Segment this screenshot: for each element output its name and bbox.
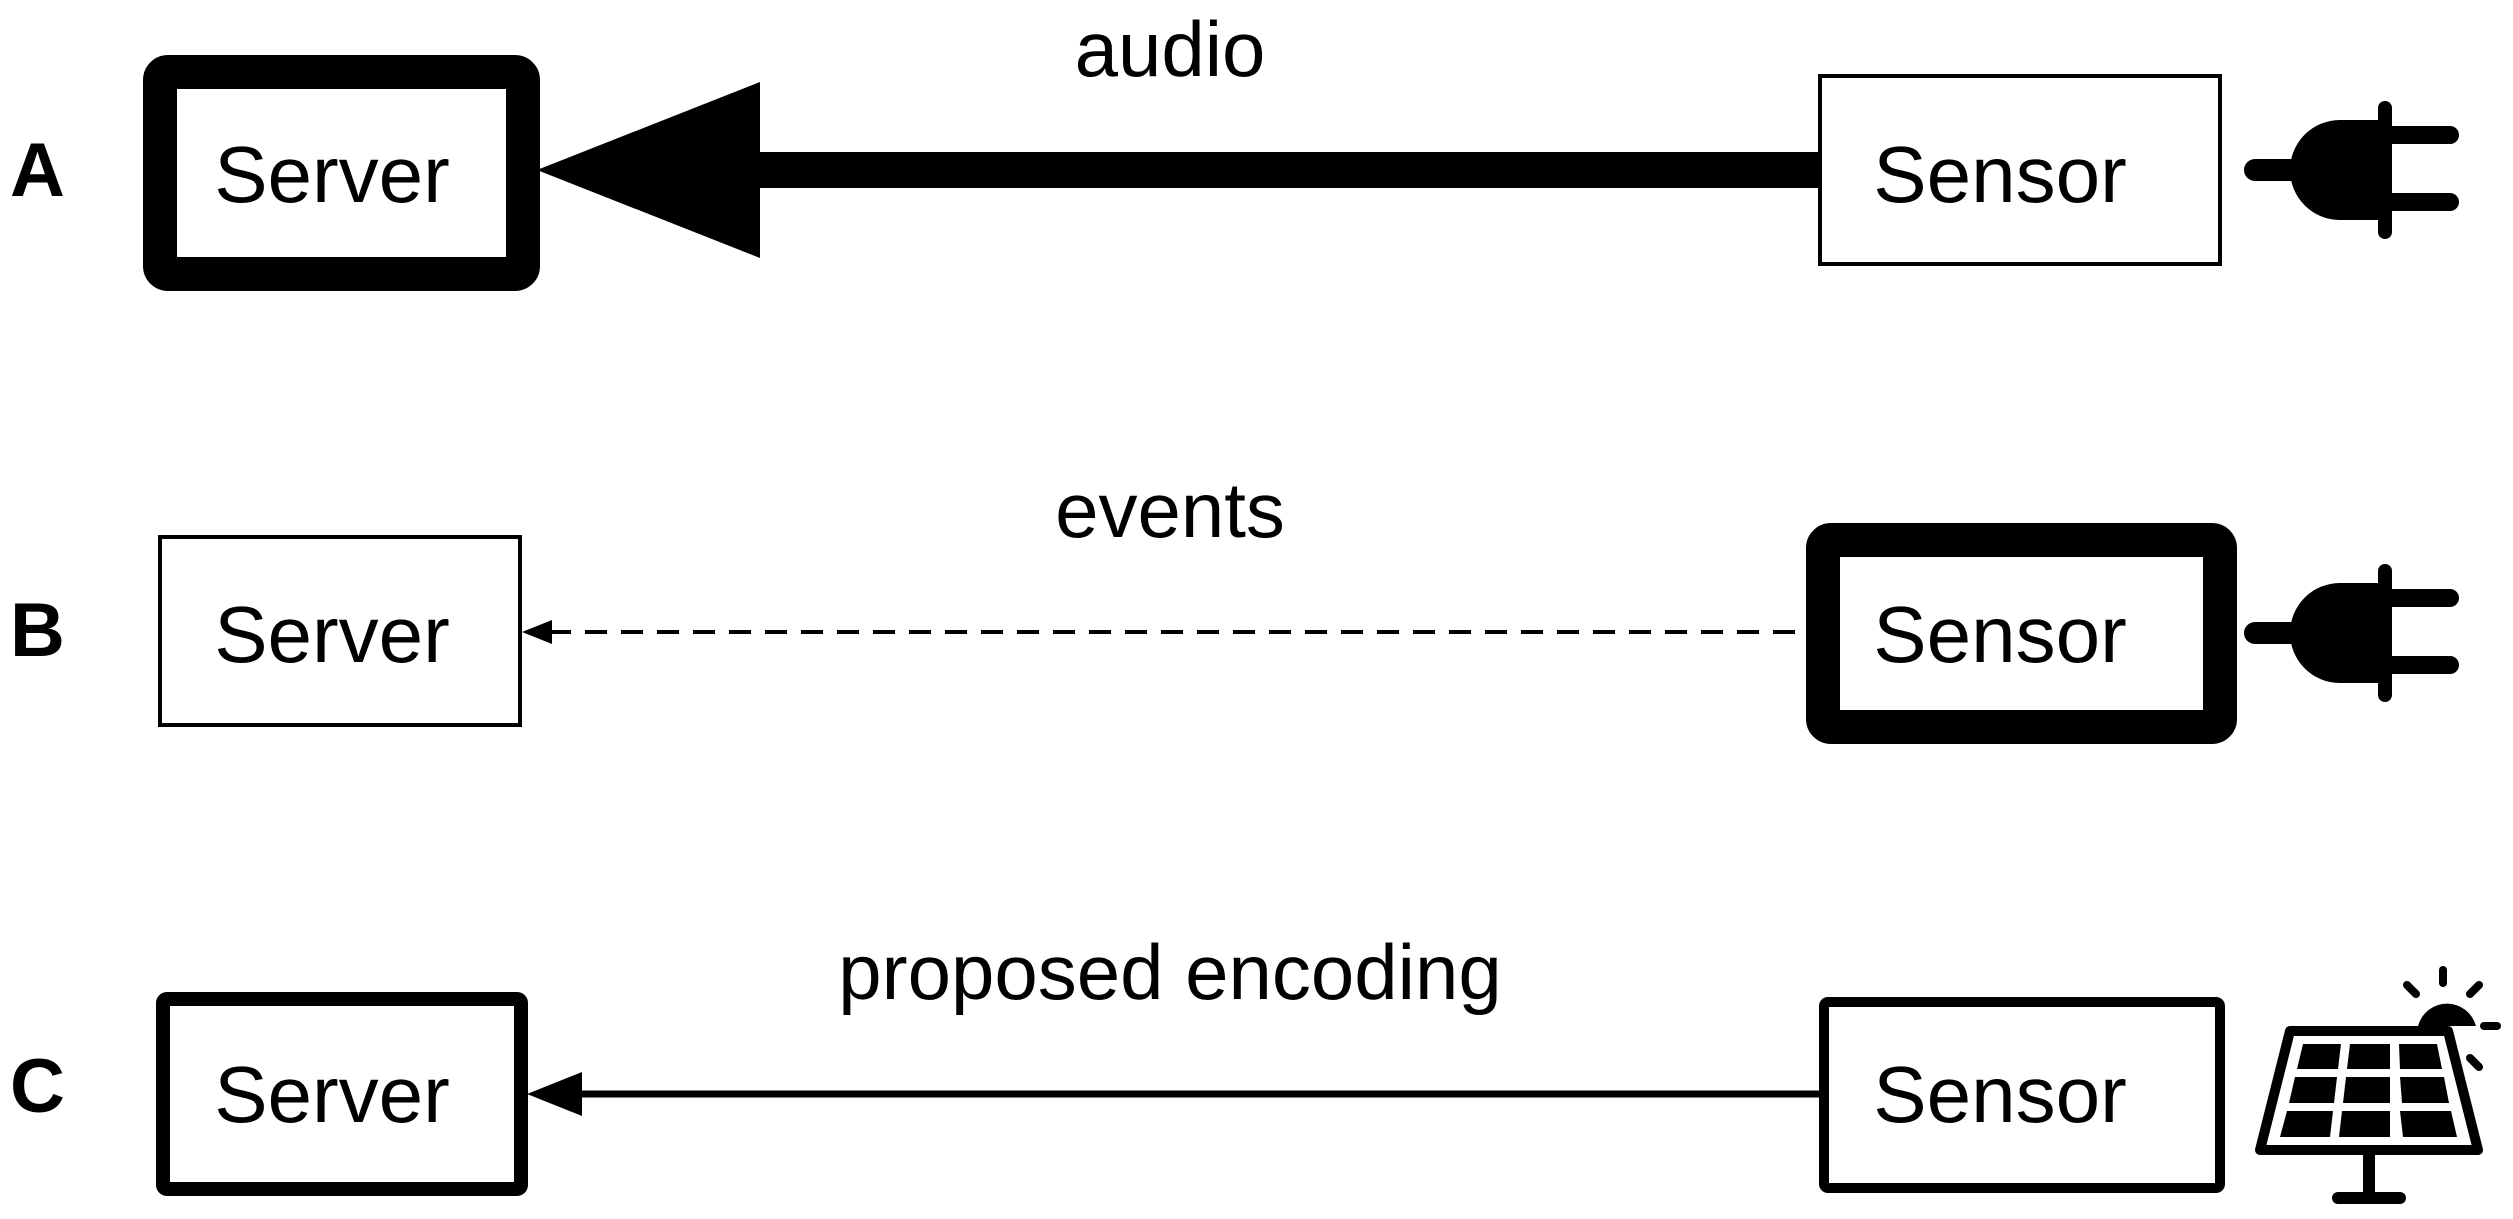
sensor-box-c bbox=[1819, 997, 2225, 1193]
row-label-c: C bbox=[10, 1044, 65, 1129]
edge-arrowhead-b bbox=[522, 620, 552, 644]
solar-panel-icon bbox=[2255, 966, 2501, 1204]
sensor-label-c: Sensor bbox=[1873, 1050, 2126, 1139]
sun-icon bbox=[2403, 966, 2501, 1071]
plug-icon bbox=[2244, 101, 2459, 239]
edge-label-c: proposed encoding bbox=[838, 928, 1502, 1016]
sensor-box-b bbox=[1806, 523, 2237, 744]
sensor-label-b: Sensor bbox=[1873, 590, 2126, 679]
row-label-a: A bbox=[10, 128, 65, 213]
server-label-c: Server bbox=[214, 1050, 450, 1139]
server-box-b bbox=[158, 535, 522, 727]
sensor-label-a: Sensor bbox=[1873, 130, 2126, 219]
edge-label-a: audio bbox=[1075, 5, 1266, 93]
server-label-a: Server bbox=[214, 130, 450, 219]
server-box-c bbox=[156, 992, 528, 1196]
row-c: C Server proposed encoding Sensor bbox=[10, 928, 2501, 1204]
edge-label-b: events bbox=[1055, 466, 1285, 554]
plug-icon bbox=[2244, 564, 2459, 702]
row-label-b: B bbox=[10, 588, 65, 673]
row-a: A Server audio Sensor bbox=[10, 5, 2459, 291]
edge-arrowhead-a bbox=[537, 82, 760, 258]
sensor-box-a bbox=[1818, 74, 2222, 266]
server-box-a bbox=[143, 55, 540, 291]
edge-arrowhead-c bbox=[527, 1072, 582, 1116]
row-b: B Server events Sensor bbox=[10, 466, 2459, 744]
server-label-b: Server bbox=[214, 590, 450, 679]
